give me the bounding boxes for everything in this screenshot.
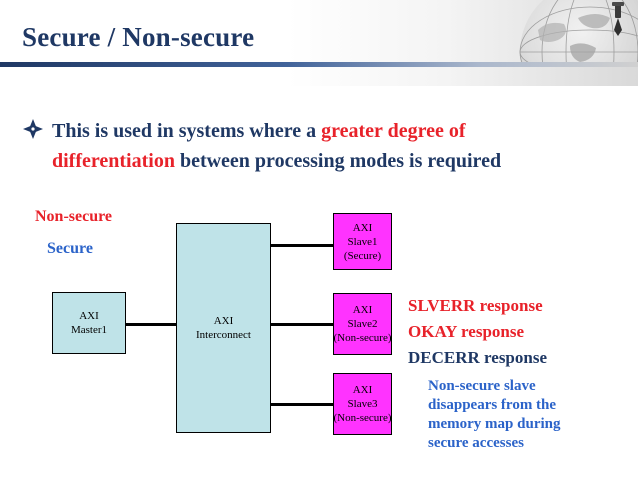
master-line-2: Master1 <box>70 324 108 336</box>
slave2-line-2: Slave2 <box>347 318 378 330</box>
nonsecure-legend-label: Non-secure <box>35 208 113 225</box>
note-line-4: secure accesses <box>428 435 524 451</box>
nonsecure-slave-note: Non-secure slave disappears from the mem… <box>428 377 628 453</box>
interconnect-line-2: Interconnect <box>196 329 251 341</box>
slave2-line-1: AXI <box>352 304 373 316</box>
axi-master1-box: AXI Master1 <box>52 292 126 354</box>
decerr-response-label: DECERR response <box>408 348 548 367</box>
note-line-1: Non-secure slave <box>428 378 536 394</box>
slave3-line-2: Slave3 <box>347 398 378 410</box>
bullet-text-part2: between processing modes is required <box>174 150 502 172</box>
slave1-line-1: AXI <box>352 221 373 234</box>
slide-header: Secure / Non-secure <box>0 0 638 86</box>
slave3-line-3: (Non-secure) <box>333 412 392 424</box>
slverr-response-label: SLVERR response <box>408 296 543 315</box>
axi-slave2-box: AXI Slave2 (Non-secure) <box>333 293 392 355</box>
slave1-connection-line <box>271 244 333 247</box>
slave2-line-3: (Non-secure) <box>333 332 392 344</box>
slave3-connection-line <box>271 403 333 406</box>
bullet-text: This is used in systems where a greater … <box>52 116 592 176</box>
bullet-highlight: greater degree of differentiation <box>52 120 466 172</box>
master-line-1: AXI <box>79 310 99 322</box>
note-line-2: disappears from the <box>428 397 557 413</box>
slave3-line-1: AXI <box>352 384 373 396</box>
master-connection-line <box>126 323 176 326</box>
slave1-line-3: (Secure) <box>343 249 382 262</box>
axi-slave1-box: AXI Slave1 (Secure) <box>333 213 392 270</box>
page-title: Secure / Non-secure <box>22 22 255 52</box>
interconnect-line-1: AXI <box>213 315 234 327</box>
bullet-text-part1: This is used in systems where a <box>52 120 322 142</box>
note-line-3: memory map during <box>428 416 561 432</box>
okay-response-label: OKAY response <box>408 322 525 341</box>
secure-legend-label: Secure <box>47 240 93 257</box>
axi-interconnect-box: AXI Interconnect <box>176 223 271 433</box>
slave2-connection-line <box>271 323 333 326</box>
diamond-bullet-icon <box>23 119 43 139</box>
globe-icon <box>519 0 638 66</box>
header-divider <box>0 62 638 67</box>
slave1-line-2: Slave1 <box>347 235 378 248</box>
axi-slave3-box: AXI Slave3 (Non-secure) <box>333 373 392 435</box>
